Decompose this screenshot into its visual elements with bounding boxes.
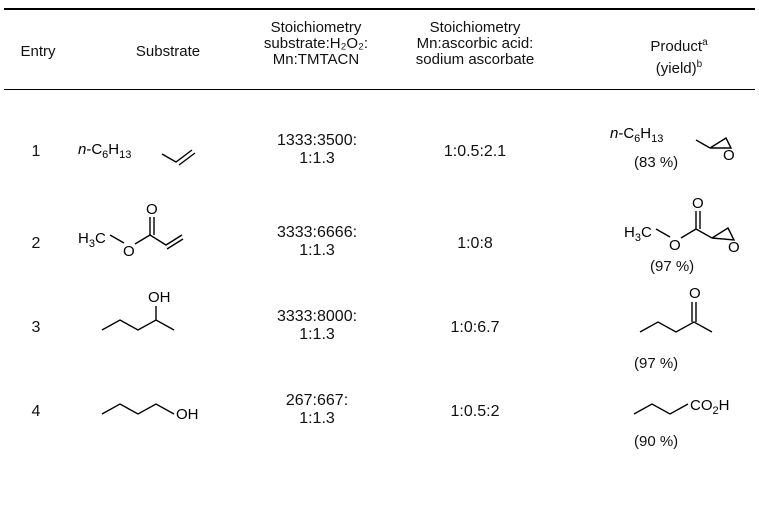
header-substrate: Substrate [135, 43, 201, 60]
header-yield-label: (yield) [655, 60, 697, 77]
row1-yield: (83 %) [634, 154, 679, 171]
row2-product-structure: H3C O O O [624, 195, 740, 256]
header-stoich1-line3: Mn:TMTACN [272, 51, 360, 68]
svg-text:O: O [728, 239, 740, 256]
row3-stoich1: 3333:8000:1:1.3 [276, 308, 358, 343]
row1-stoich2: 1:0.5:2.1 [443, 143, 507, 160]
row1-entry: 1 [31, 143, 41, 160]
row3-stoich2: 1:0:6.7 [450, 319, 500, 336]
header-stoich2-line3: sodium ascorbate [415, 51, 535, 68]
header-product-label: Product [650, 38, 703, 55]
header-product: Producta (yield)b [604, 34, 754, 78]
table-top-rule [4, 8, 755, 10]
svg-text:H3C: H3C [78, 230, 106, 250]
row4-stoich2: 1:0.5:2 [450, 403, 500, 420]
row1-substrate-structure: n-C6H13 [78, 141, 196, 166]
svg-text:O: O [723, 147, 735, 164]
svg-text:n-C6H13: n-C6H13 [78, 141, 131, 161]
svg-text:CO2H: CO2H [690, 397, 729, 417]
row4-stoich1: 267:667:1:1.3 [285, 392, 349, 427]
row3-yield: (97 %) [634, 355, 679, 372]
row4-substrate-structure: OH [101, 403, 199, 423]
row2-stoich2: 1:0:8 [457, 235, 493, 252]
table-header-rule [4, 89, 755, 90]
row3-substrate-structure: OH [101, 289, 175, 331]
header-stoichiometry-2: Stoichiometry Mn:ascorbic acid: sodium a… [400, 20, 550, 68]
svg-text:O: O [689, 285, 701, 302]
header-stoich1-line2: substrate:H₂O₂: [263, 35, 369, 52]
row3-entry: 3 [31, 319, 41, 336]
row2-yield: (97 %) [650, 258, 695, 275]
header-stoichiometry-1: Stoichiometry substrate:H₂O₂: Mn:TMTACN [246, 20, 386, 68]
svg-text:O: O [692, 195, 704, 212]
row1-product-structure: n-C6H13 O [610, 125, 735, 164]
row2-entry: 2 [31, 235, 41, 252]
header-yield-footnote: b [696, 59, 703, 70]
header-stoich1-line1: Stoichiometry [270, 19, 362, 36]
header-entry: Entry [20, 43, 56, 60]
svg-text:O: O [669, 237, 681, 254]
row3-product-structure: O [639, 285, 713, 333]
row4-product-structure: CO2H [633, 397, 729, 417]
row2-stoich1: 3333:6666:1:1.3 [276, 224, 358, 259]
row4-yield: (90 %) [634, 433, 679, 450]
svg-text:O: O [123, 243, 135, 260]
svg-text:H3C: H3C [624, 224, 652, 244]
header-stoich2-line1: Stoichiometry [429, 19, 521, 36]
header-stoich2-line2: Mn:ascorbic acid: [416, 35, 534, 52]
svg-text:OH: OH [176, 406, 199, 423]
row4-entry: 4 [31, 403, 41, 420]
header-product-footnote: a [702, 37, 708, 48]
svg-text:O: O [146, 201, 158, 218]
svg-text:OH: OH [148, 289, 171, 306]
row1-stoich1: 1333:3500:1:1.3 [276, 132, 358, 167]
row2-substrate-structure: H3C O O [78, 201, 184, 260]
svg-text:n-C6H13: n-C6H13 [610, 125, 663, 145]
